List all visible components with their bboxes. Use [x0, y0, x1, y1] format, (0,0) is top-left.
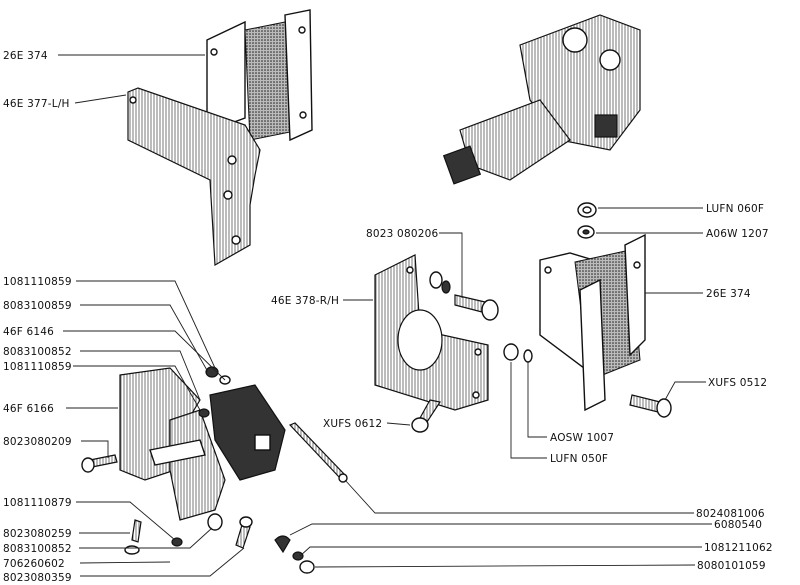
label-bolt-rh-lower: XUFS 0612: [323, 418, 382, 430]
label-part: 8083100852: [3, 543, 72, 555]
label-bolt-rh: 8023 080206: [366, 228, 438, 240]
nut-lufn-060f: [577, 202, 597, 218]
label-left-bracket: 46E 377-L/H: [3, 98, 70, 110]
label-right-bracket: 46E 378-R/H: [271, 295, 339, 307]
label-top-mount: 26E 374: [3, 50, 48, 62]
label-part: 8023080259: [3, 528, 72, 540]
label-part: 46F 6166: [3, 403, 54, 415]
label-part: 1081110859: [3, 361, 72, 373]
label-nut-top: LUFN 060F: [706, 203, 764, 215]
rubber-mount-right: [539, 233, 646, 412]
label-part: 1081110859: [3, 276, 72, 288]
bracket-right-hand: [374, 254, 489, 411]
label-part: 8080101059: [697, 560, 766, 572]
label-nut-mid: LUFN 050F: [550, 453, 608, 465]
bolt-xufs-0512: [629, 394, 672, 418]
label-part: 8024081006: [696, 508, 765, 520]
bracket-left-hand: [127, 87, 261, 267]
label-part: 1081211062: [704, 542, 773, 554]
label-washer-mid: AOSW 1007: [550, 432, 614, 444]
label-part: 8083100859: [3, 300, 72, 312]
label-part: 6080540: [714, 519, 762, 531]
bolt-xufs-0612: [411, 399, 441, 433]
rubber-mount-46f-6146: [209, 384, 286, 481]
label-bolt-right: XUFS 0512: [708, 377, 767, 389]
label-part: 46F 6146: [3, 326, 54, 338]
nut-washer-mid: [503, 343, 533, 363]
label-part: 706260602: [3, 558, 65, 570]
leader-lines: [58, 54, 712, 577]
gearbox-assembly-illustration: [442, 14, 641, 185]
label-washer-top: A06W 1207: [706, 228, 769, 240]
washer-a06w-1207: [577, 225, 595, 239]
label-part: 1081110879: [3, 497, 72, 509]
label-part: 8023080209: [3, 436, 72, 448]
label-part: 8023080359: [3, 572, 72, 584]
label-part: 8083100852: [3, 346, 72, 358]
label-right-mount: 26E 374: [706, 288, 751, 300]
washers-and-bolt-8023-080206: [429, 271, 499, 321]
rubber-mount-top-left: [206, 9, 313, 142]
mount-bracket-46f-6166: [119, 367, 226, 521]
